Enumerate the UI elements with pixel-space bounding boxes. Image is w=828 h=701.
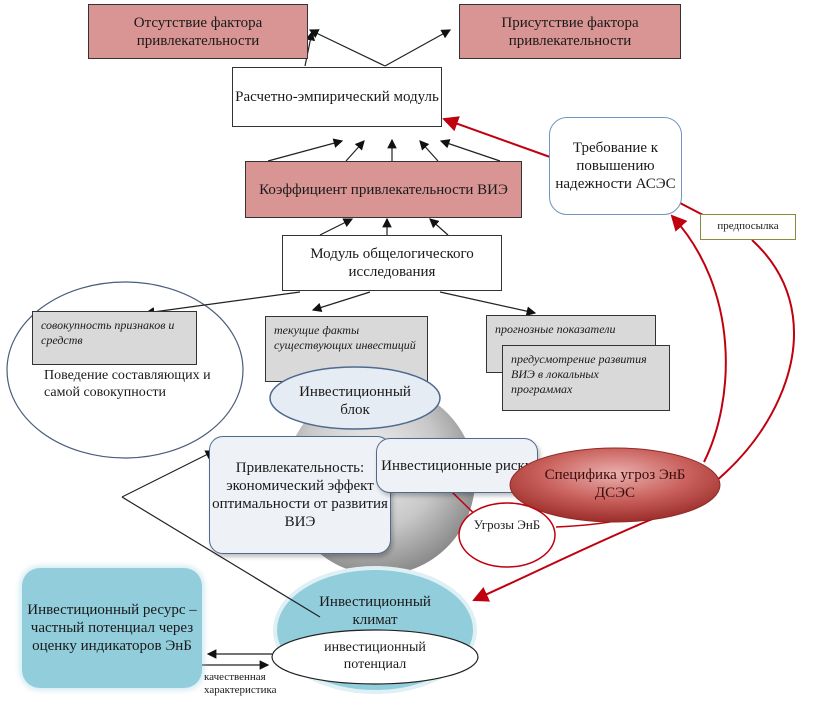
calc-module-label: Расчетно-эмпирический модуль [235,89,439,105]
requirement-label: Требование к повышению надежности АСЭС [555,140,676,192]
attractiveness-box: Привлекательность: экономический эффект … [209,436,391,554]
arrow-coef-calc-4 [419,140,439,162]
arrow-calc-to-presence [384,29,452,67]
arrow-calc-to-absence [308,29,386,67]
qualitative-label: качественная характеристика [204,671,277,697]
absence-factor-label: Отсутствие фактора привлекательности [133,14,263,49]
invest-risks-label: Инвестиционные риски [381,457,533,474]
threats-label: Угрозы ЭнБ [473,517,541,532]
invest-resource-box: Инвестиционный ресурс – частный потенциа… [22,568,202,688]
invest-potential-label: инвестиционный потенциал [324,640,426,672]
requirement-box: Требование к повышению надежности АСЭС [549,117,682,215]
attractiveness-label: Привлекательность: экономический эффект … [212,460,388,530]
current-facts-label: текущие факты существующих инвестиций [274,323,416,352]
arrow-gen-facts [311,291,371,313]
arrow-gen-coef-1 [319,218,354,236]
invest-block-label: Инвестиционный блок [299,384,411,418]
aggregate-label: совокупность признаков и средств [41,318,175,347]
premise-label-box: предпосылка [700,214,796,240]
invest-climate-label: Инвестиционный климат [319,594,431,628]
aggregate-box: совокупность признаков и средств [32,311,197,365]
arrow-gen-aggregate [144,291,301,317]
behavior-label: Поведение составляющих и самой совокупно… [44,368,211,400]
forecast-label: прогнозные показатели [495,322,616,336]
coefficient-box: Коэффициент привлекательности ВИЭ [245,161,522,218]
absence-factor-box: Отсутствие фактора привлекательности [88,4,308,59]
presence-factor-label: Присутствие фактора привлекательности [501,14,639,49]
threat-specifics-label: Специфика угроз ЭнБ ДСЭС [544,467,686,501]
arrow-coef-calc-2 [345,140,365,162]
line-attr-left [121,450,216,498]
arrow-gen-coef-3 [429,218,449,236]
invest-resource-label: Инвестиционный ресурс – частный потенциа… [27,602,197,654]
general-module-box: Модуль общелогического исследования [282,235,502,291]
current-facts-box: текущие факты существующих инвестиций [265,316,428,382]
premise-label: предпосылка [717,220,779,233]
general-module-label: Модуль общелогического исследования [310,246,474,280]
calc-module-box: Расчетно-эмпирический модуль [232,67,442,127]
arc-premise-to-climate [472,239,795,602]
provision-label: предусмотрение развития ВИЭ в локальных … [511,352,647,396]
line-premise-req [679,202,704,216]
provision-box: предусмотрение развития ВИЭ в локальных … [502,345,670,411]
arrow-coef-calc-1 [267,138,344,162]
arrow-gen-forecast [439,291,537,316]
arrow-req-calc [442,116,551,158]
invest-risks-box: Инвестиционные риски [376,438,538,493]
curve-risks-threats [449,489,479,521]
coefficient-label: Коэффициент привлекательности ВИЭ [259,181,508,198]
arc-threat-to-req [670,214,727,463]
line-attr-down [121,496,321,618]
arrow-coef-calc-5 [439,139,501,162]
presence-factor-box: Присутствие фактора привлекательности [459,4,681,59]
